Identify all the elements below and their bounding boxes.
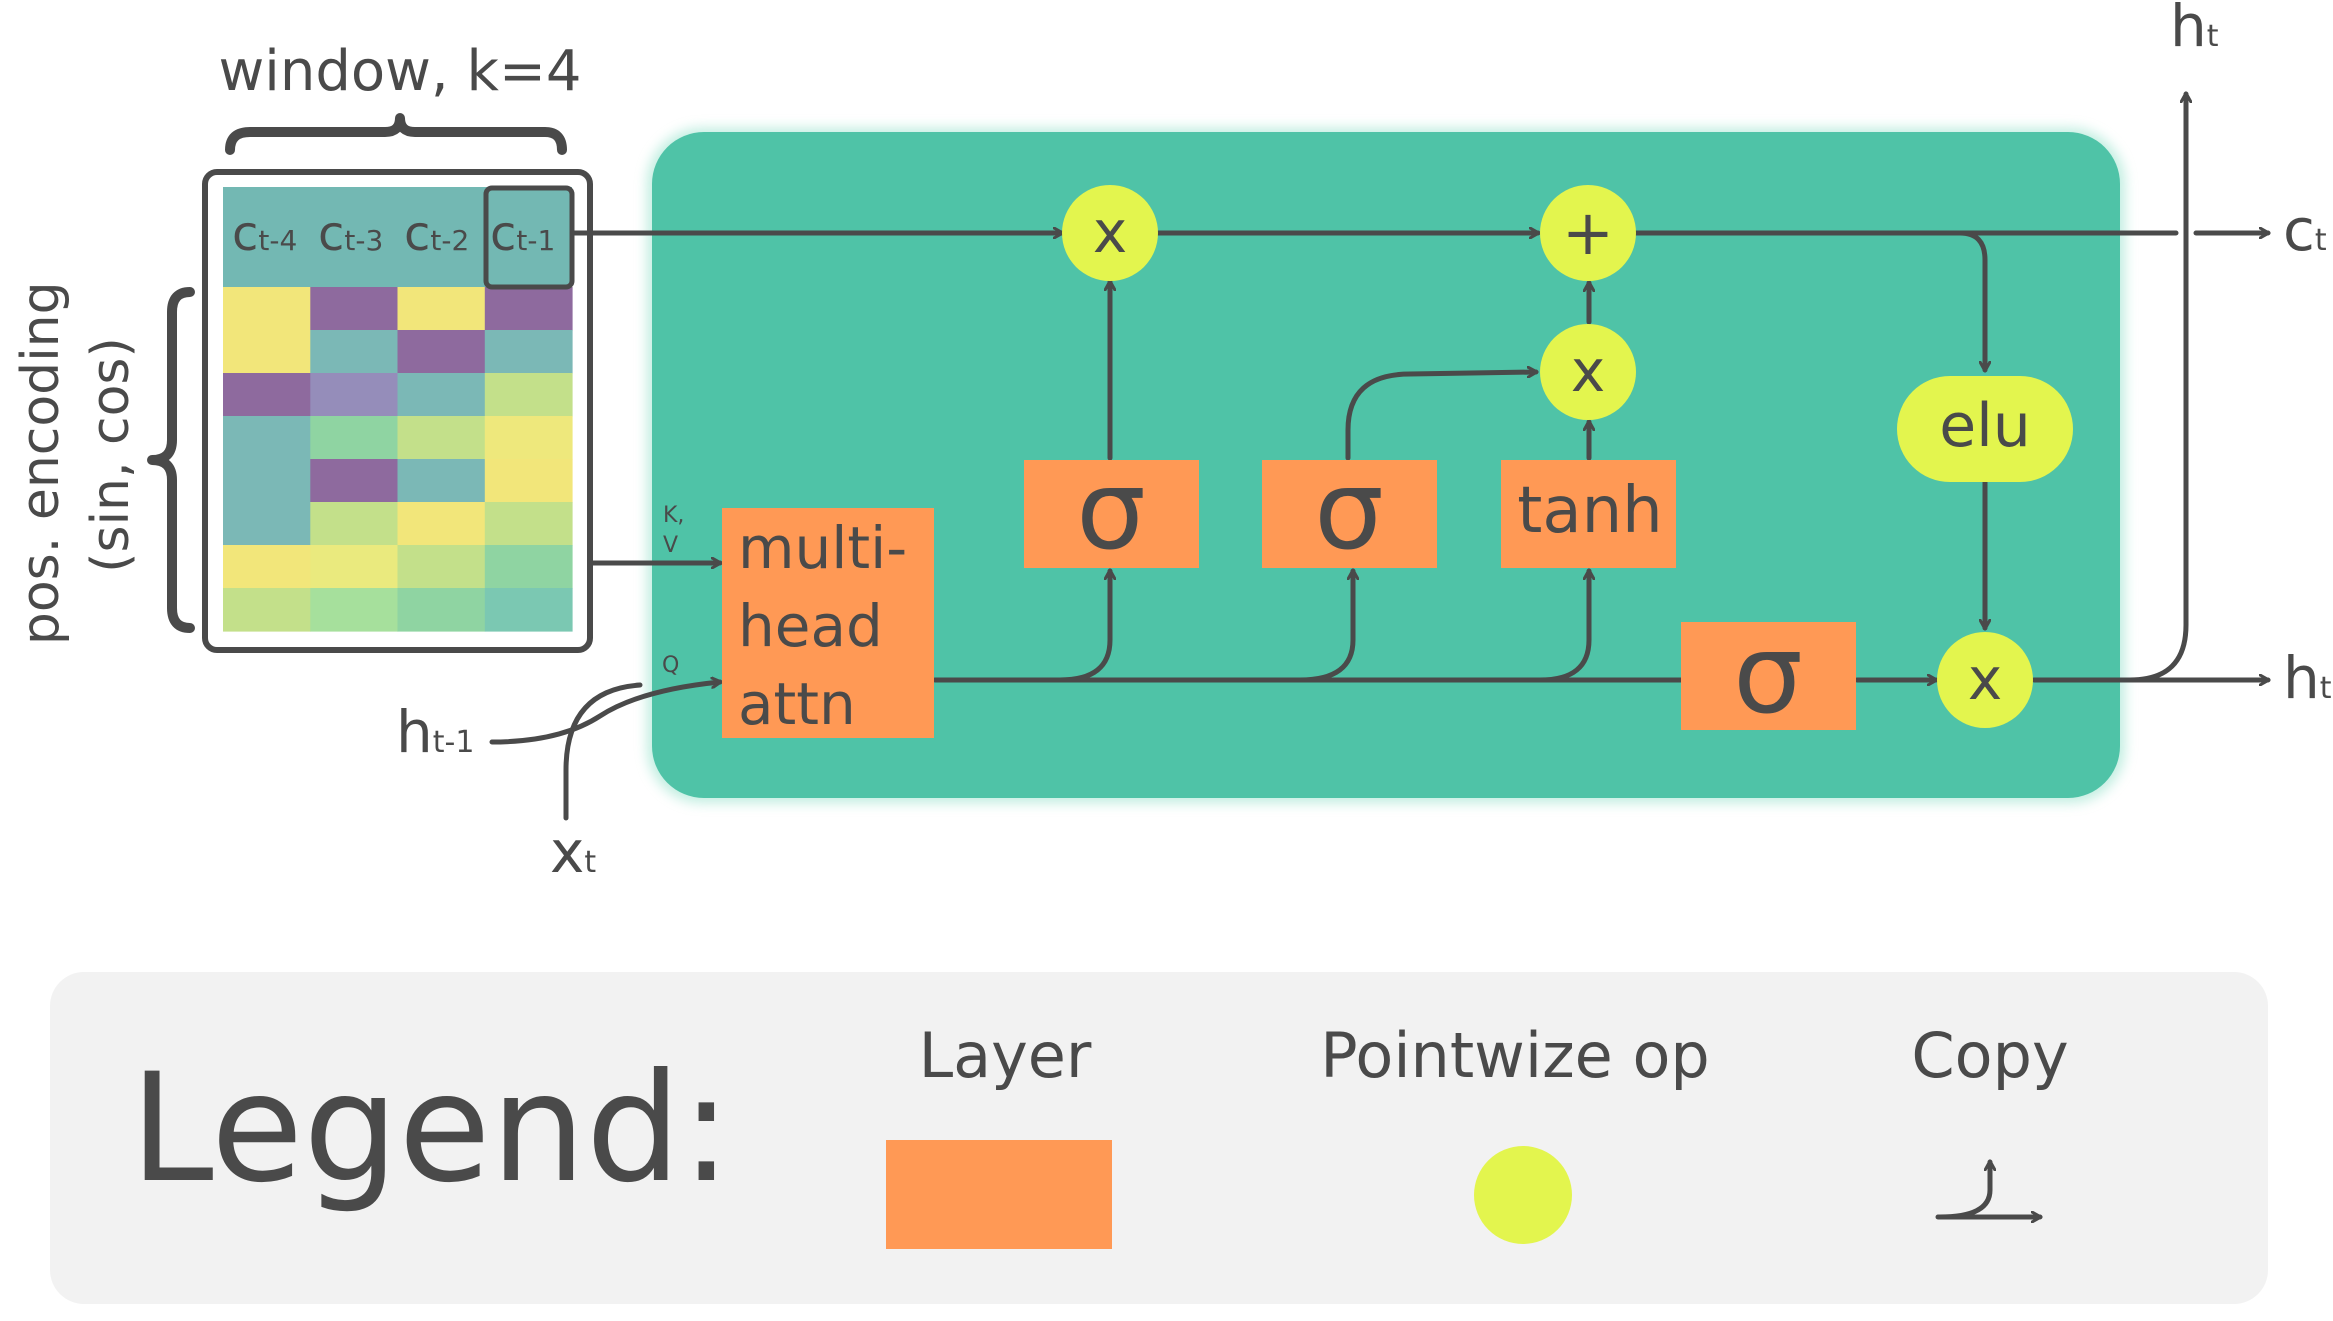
encoding-cell [223, 330, 311, 374]
encoding-cell [484, 287, 573, 331]
encoding-cell [223, 588, 311, 632]
input-x-t: xt [550, 818, 596, 886]
add-cell-label: + [1562, 196, 1614, 269]
encoding-cell [310, 330, 399, 374]
line-add-to-elu [1957, 230, 1985, 373]
encoding-cell [397, 502, 486, 546]
encoding-cell [484, 330, 573, 374]
q-label: Q [662, 653, 679, 678]
line-bus-to-tanh [1537, 568, 1589, 683]
encoding-cell [310, 287, 399, 331]
encoding-cell [484, 373, 573, 417]
mul-output-label: x [1968, 645, 2002, 713]
output-h-t: ht [2283, 644, 2332, 712]
line-xt-to-attn [563, 682, 643, 821]
sigma-forget-label: σ [1076, 446, 1146, 574]
encoding-cell [484, 459, 573, 503]
op-elu [1897, 376, 2073, 482]
legend-pointwise-label: Pointwize op [1320, 1019, 1710, 1092]
encoding-cell [484, 545, 573, 589]
layer-sigma-output [1681, 622, 1856, 730]
encoding-cell [310, 373, 399, 417]
legend-pointwise-swatch [1474, 1146, 1572, 1244]
encoding-cell [310, 588, 399, 632]
encoding-cell [310, 459, 399, 503]
legend-title: Legend: [130, 1042, 732, 1216]
encoding-cell [223, 459, 311, 503]
pos-encoding-label: pos. encoding (sin, cos) [11, 265, 141, 645]
encoding-cell [223, 502, 311, 546]
line-hprev-to-attn [489, 682, 723, 745]
input-h-prev: ht-1 [396, 698, 474, 766]
tanh-label: tanh [1517, 474, 1662, 548]
encoding-cell [397, 545, 486, 589]
encoding-cell [484, 502, 573, 546]
layer-sigma-forget [1024, 460, 1199, 568]
encoding-cell [310, 545, 399, 589]
encoding-cell [484, 588, 573, 632]
pos-encoding-brace [147, 287, 195, 633]
line-bus-to-sigma-forget [1057, 568, 1110, 683]
encoding-cell [310, 416, 399, 460]
op-mul-forget [1062, 185, 1158, 281]
encoding-grid [223, 287, 573, 632]
op-add-cell [1540, 185, 1636, 281]
line-bus-to-sigma-input [1297, 568, 1353, 683]
line-sigmain-to-mulin [1345, 372, 1539, 461]
op-mul-input [1540, 324, 1636, 420]
encoding-cell [223, 373, 311, 417]
output-c-t: ct [2283, 196, 2327, 264]
mul-forget-label: x [1093, 198, 1127, 266]
sigma-output-label: σ [1733, 610, 1803, 738]
encoding-cell [397, 459, 486, 503]
window-brace [225, 113, 567, 155]
legend-panel [50, 972, 2268, 1304]
cell-label-t-2: ct-2 [404, 206, 469, 262]
encoding-cell [310, 502, 399, 546]
layer-multihead-attn [722, 508, 934, 738]
encoding-cell [397, 373, 486, 417]
highlight-box [483, 185, 575, 290]
mul-input-label: x [1571, 337, 1605, 405]
encoding-cell [397, 416, 486, 460]
encoding-cell [223, 287, 311, 331]
cell-label-t-1: ct-1 [490, 206, 555, 262]
elu-label: elu [1939, 391, 2031, 461]
attn-label: multi- head attn [738, 514, 926, 738]
legend-copy-label: Copy [1911, 1019, 2068, 1092]
line-copy-to-htop [2127, 91, 2186, 683]
cell-label-t-3: ct-3 [318, 206, 383, 262]
encoding-cell [397, 287, 486, 331]
encoding-cell [397, 330, 486, 374]
legend-layer-swatch [886, 1140, 1112, 1249]
legend-layer-label: Layer [919, 1019, 1092, 1092]
sigma-input-label: σ [1314, 446, 1384, 574]
layer-sigma-input [1262, 460, 1437, 568]
encoding-cell [223, 416, 311, 460]
encoding-cell [397, 588, 486, 632]
connections [489, 91, 2271, 821]
window-label: window, k=4 [218, 39, 581, 104]
output-h-top: ht [2170, 0, 2219, 60]
cell-row [223, 187, 572, 287]
cell-label-t-4: ct-4 [232, 206, 297, 262]
layer-tanh [1501, 460, 1676, 568]
encoding-cell [223, 545, 311, 589]
op-mul-output [1937, 632, 2033, 728]
legend-copy-icon [1935, 1159, 2043, 1217]
encoding-cell [484, 416, 573, 460]
kv-label: K, V [663, 503, 691, 558]
